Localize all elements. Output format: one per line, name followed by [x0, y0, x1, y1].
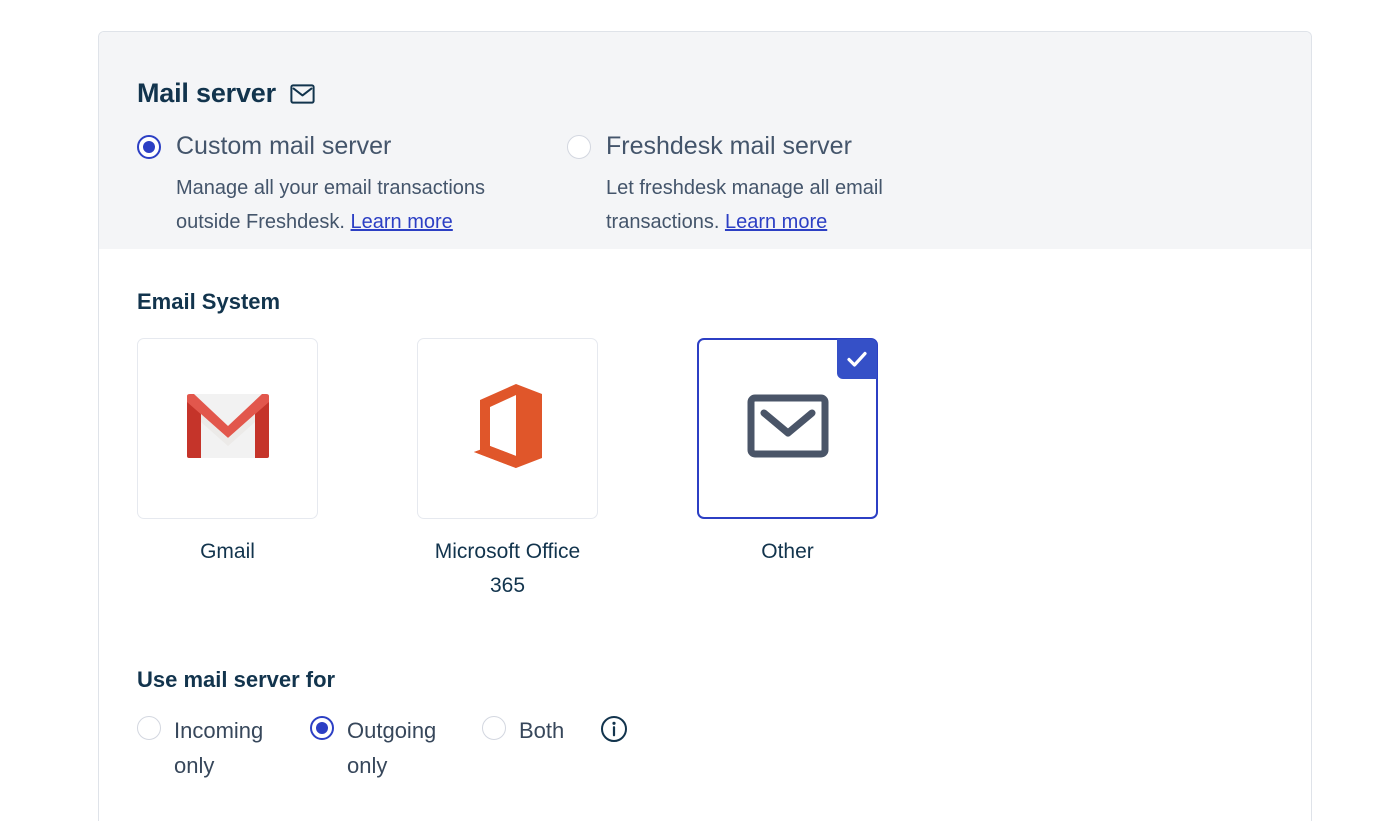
email-system-tiles: Gmail Microsoft — [137, 337, 1273, 603]
email-system-tile-other-column: Other — [697, 337, 977, 603]
server-type-option-custom[interactable]: Custom mail server Manage all your email… — [137, 132, 567, 239]
card-content: Mail server Custom mail server M — [99, 32, 1311, 783]
description-text: Let freshdesk manage all email transacti… — [606, 176, 883, 233]
radio-incoming-only[interactable] — [137, 715, 161, 740]
usage-label-outgoing: Outgoing only — [347, 717, 437, 778]
usage-option-incoming[interactable]: Incoming only — [137, 713, 310, 783]
office365-logo-icon — [470, 382, 546, 475]
option-description-freshdesk: Let freshdesk manage all email transacti… — [567, 171, 978, 239]
option-label-freshdesk: Freshdesk mail server — [606, 132, 852, 160]
usage-option-both[interactable]: Both — [482, 713, 600, 748]
email-system-tile-gmail-column: Gmail — [137, 337, 417, 603]
card-header: Mail server — [137, 32, 1273, 107]
generic-envelope-icon — [747, 394, 829, 463]
radio-both[interactable] — [482, 715, 506, 740]
tile-selected-badge — [837, 338, 877, 379]
usage-label-both: Both — [519, 717, 565, 743]
learn-more-link-freshdesk[interactable]: Learn more — [724, 210, 828, 233]
option-description-custom: Manage all your email transactions outsi… — [137, 171, 548, 239]
mail-envelope-icon — [290, 83, 315, 104]
mail-server-settings-card: Mail server Custom mail server M — [98, 31, 1312, 821]
server-type-radio-group: Custom mail server Manage all your email… — [137, 132, 1273, 239]
usage-option-outgoing[interactable]: Outgoing only — [310, 713, 482, 783]
email-system-tile-office365-column: Microsoft Office 365 — [417, 337, 697, 603]
server-type-option-freshdesk[interactable]: Freshdesk mail server Let freshdesk mana… — [567, 132, 997, 239]
learn-more-link-custom[interactable]: Learn more — [350, 210, 453, 233]
radio-outgoing-only[interactable] — [310, 715, 334, 740]
email-system-tile-gmail[interactable] — [137, 337, 318, 519]
screen: Mail server Custom mail server M — [98, 31, 1312, 821]
gmail-logo-icon — [185, 392, 271, 465]
email-system-tile-office365[interactable] — [417, 337, 598, 519]
email-system-tile-other[interactable] — [697, 337, 878, 519]
option-label-custom: Custom mail server — [176, 132, 392, 160]
check-icon — [847, 351, 867, 367]
radio-freshdesk-mail-server[interactable] — [567, 134, 591, 159]
use-mail-server-for-heading: Use mail server for — [137, 666, 336, 692]
usage-label-incoming: Incoming only — [174, 717, 264, 778]
radio-custom-mail-server[interactable] — [137, 134, 161, 159]
page-title: Mail server — [137, 78, 276, 108]
usage-radio-group: Incoming only Outgoing only Both — [137, 713, 1273, 783]
email-system-heading: Email System — [137, 288, 281, 314]
description-text: Manage all your email transactions outsi… — [176, 176, 486, 233]
radio-line: Custom mail server — [137, 132, 567, 161]
radio-line: Freshdesk mail server — [567, 132, 997, 161]
email-system-label-office365: Microsoft Office 365 — [434, 539, 581, 597]
email-system-label-other: Other — [761, 539, 814, 563]
info-circle-icon[interactable] — [600, 715, 628, 743]
header-banner — [99, 32, 1311, 249]
email-system-label-gmail: Gmail — [200, 539, 255, 563]
